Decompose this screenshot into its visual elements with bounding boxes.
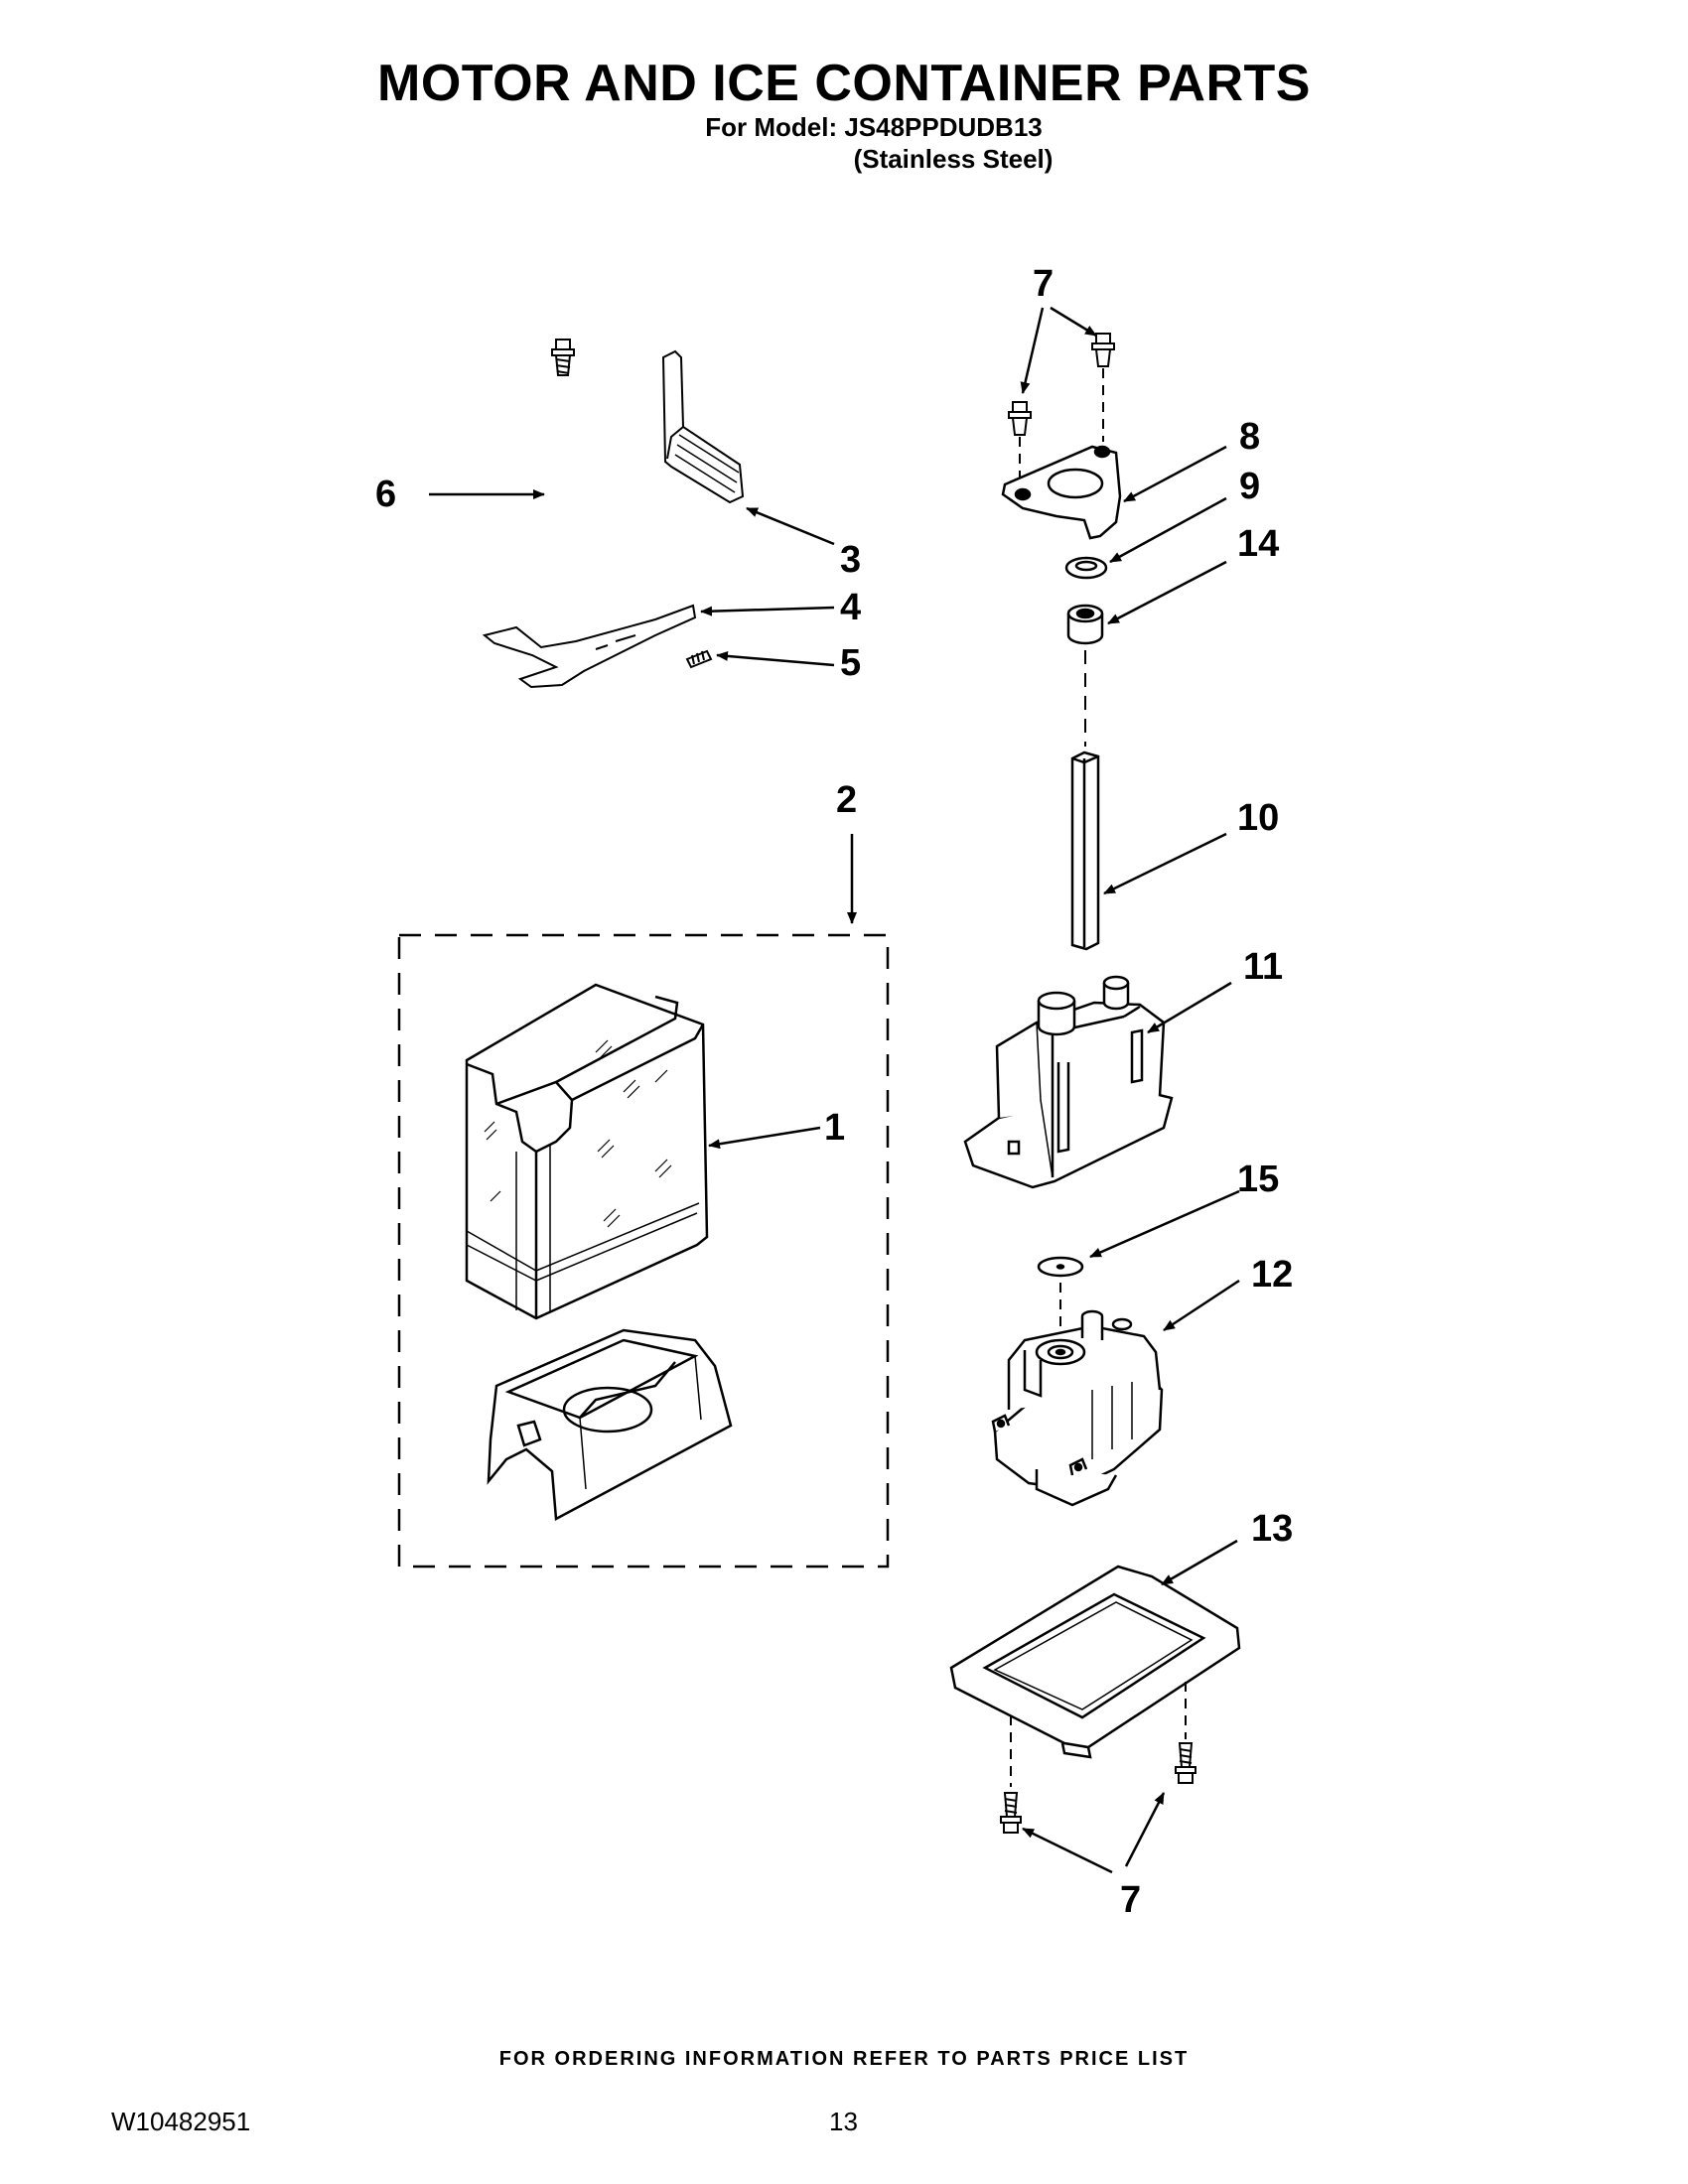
part-4-lever: [482, 604, 697, 689]
leader-15: [1089, 1189, 1240, 1259]
part-5-spring: [685, 649, 713, 669]
callout-9: 9: [1239, 466, 1260, 507]
part-1-ice-container: [465, 983, 709, 1320]
part-2-assembly-box: [397, 933, 890, 1569]
part-11-motor-housing: [963, 975, 1174, 1189]
part-8-mounting-plate: [1001, 445, 1122, 540]
leader-1: [708, 1126, 821, 1150]
part-3-bracket: [661, 349, 745, 504]
leader-14: [1107, 560, 1227, 625]
finish-line: (Stainless Steel): [853, 144, 1054, 174]
callout-7-bottom: 7: [1120, 1879, 1141, 1921]
leader-3: [746, 506, 835, 546]
part-1-container-base: [487, 1328, 733, 1521]
callout-13: 13: [1251, 1508, 1293, 1550]
callout-7-top: 7: [1033, 263, 1054, 305]
leader-13: [1161, 1539, 1238, 1586]
callout-11: 11: [1243, 946, 1283, 988]
part-14-bushing: [1066, 604, 1104, 645]
part-7-screw-bottom-right: [1175, 1742, 1196, 1784]
callout-3: 3: [840, 539, 861, 581]
callout-15: 15: [1237, 1159, 1279, 1200]
leader-10: [1103, 832, 1227, 895]
page-number: 13: [829, 2107, 858, 2136]
callout-14: 14: [1237, 523, 1279, 565]
part-13-gasket: [949, 1565, 1241, 1759]
leader-8: [1123, 445, 1227, 503]
leader-12: [1163, 1279, 1240, 1332]
leader-9: [1109, 496, 1227, 564]
callout-8: 8: [1239, 416, 1260, 458]
page-title: MOTOR AND ICE CONTAINER PARTS: [377, 55, 1311, 112]
callout-5: 5: [840, 642, 861, 684]
callout-4: 4: [840, 587, 861, 628]
leader-11: [1147, 981, 1232, 1034]
leader-5: [716, 650, 835, 667]
callout-10: 10: [1237, 797, 1279, 839]
part-6-screw: [551, 339, 575, 376]
model-line: For Model: JS48PPDUDB13: [705, 112, 1043, 142]
leader-7-top-left: [1020, 307, 1045, 394]
part-12-motor: [991, 1309, 1164, 1507]
document-number: W10482951: [111, 2107, 251, 2136]
part-10-shaft: [1070, 751, 1100, 951]
part-7-screw-top-right: [1091, 333, 1115, 367]
callout-12: 12: [1251, 1254, 1293, 1296]
callout-6: 6: [375, 474, 396, 515]
callout-2: 2: [836, 779, 857, 821]
leader-7-top-right: [1050, 306, 1097, 338]
part-15-washer: [1037, 1256, 1084, 1278]
callout-1: 1: [824, 1107, 845, 1149]
model-info: For Model: JS48PPDUDB13 (Stainless Steel…: [0, 111, 1688, 175]
ordering-note: FOR ORDERING INFORMATION REFER TO PARTS …: [498, 2048, 1190, 2070]
leader-4: [700, 606, 835, 616]
part-7-screw-top-left: [1008, 401, 1032, 436]
leader-7-bottom-right: [1124, 1792, 1166, 1867]
part-7-screw-bottom-left: [1000, 1792, 1022, 1834]
part-9-washer: [1064, 556, 1108, 580]
leader-7-bottom-left: [1022, 1827, 1113, 1874]
